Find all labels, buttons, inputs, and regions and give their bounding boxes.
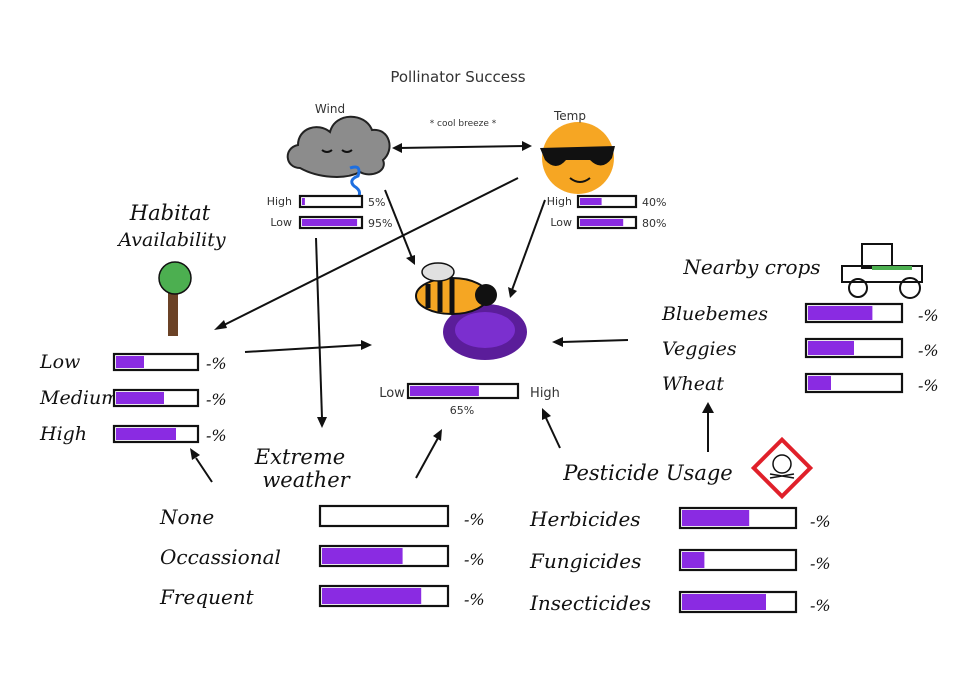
- wind-bar-pct: 5%: [368, 196, 385, 209]
- habitat-bar-fill: [116, 392, 164, 404]
- temp-bar-fill: [580, 219, 624, 226]
- habitat-bar-pct: -%: [206, 354, 227, 373]
- temp-bar-track: [576, 194, 638, 209]
- center-bar-fill: [410, 386, 479, 396]
- crops-bar-fill: [808, 341, 854, 355]
- pesticide-bar-label: Fungicides: [529, 549, 641, 573]
- crops-bar-label: Wheat: [662, 373, 724, 395]
- weather-bar-fill: [322, 548, 403, 564]
- habitat-bar-label: High: [39, 423, 87, 445]
- center-low-label: Low: [379, 386, 405, 401]
- wind-bar-fill: [302, 219, 358, 226]
- center-pct: 65%: [450, 404, 474, 417]
- crops-bar-label: Bluebemes: [661, 303, 768, 325]
- crops-bar-pct: -%: [918, 376, 939, 395]
- habitat-title-line2: Availability: [116, 229, 226, 251]
- temp-bar-pct: 40%: [642, 196, 666, 209]
- arrow-head: [392, 143, 402, 153]
- weather-bar-label: None: [159, 505, 214, 529]
- crops-bar-pct: -%: [918, 306, 939, 325]
- weather-bar-pct: -%: [464, 550, 485, 569]
- crops-bar-fill: [808, 306, 873, 320]
- wind-bar-track: [298, 194, 364, 209]
- pesticide-bar-fill: [682, 552, 705, 568]
- habitat-bar-pct: -%: [206, 390, 227, 409]
- habitat-bar-fill: [116, 428, 176, 440]
- temp-bar-fill: [580, 198, 602, 205]
- wind-cloud-icon: [286, 115, 391, 202]
- pesticide-bar-fill: [682, 594, 766, 610]
- crops-bar-label: Veggies: [662, 338, 737, 360]
- temp-bars: High 40% Low 80%: [547, 194, 666, 230]
- weather-title-line2: weather: [262, 468, 351, 492]
- habitat-bars: Low -% Medium -% High -%: [39, 351, 227, 445]
- crops-bars: Bluebemes -% Veggies -% Wheat -%: [661, 302, 939, 395]
- wind-temp-link: [397, 145, 527, 149]
- weather-bar-label: Occassional: [160, 545, 281, 569]
- wind-bar-label: High: [267, 195, 292, 208]
- wind-bar-fill: [302, 198, 305, 205]
- bee-on-flower-icon: [415, 262, 527, 360]
- wind-label: Wind: [315, 102, 345, 116]
- habitat-bar-fill: [116, 356, 144, 368]
- pesticide-bar-pct: -%: [810, 596, 831, 615]
- breeze-note: * cool breeze *: [430, 119, 497, 129]
- temp-label: Temp: [553, 109, 586, 123]
- habitat-bar-label: Medium: [39, 387, 119, 409]
- wind-bar-label: Low: [270, 216, 292, 229]
- diagram-title: Pollinator Success: [390, 68, 525, 86]
- weather-bar-label: Frequent: [159, 585, 255, 609]
- sun-with-sunglasses-icon: [540, 122, 615, 194]
- crops-bar-pct: -%: [918, 341, 939, 360]
- habitat-bar-label: Low: [39, 351, 80, 373]
- weather-bars: None -% Occassional -% Frequent -%: [159, 504, 485, 609]
- temp-bar-pct: 80%: [642, 217, 666, 230]
- weather-bar-fill: [322, 588, 422, 604]
- wind-bars: High 5% Low 95%: [267, 194, 392, 230]
- weather-bar-pct: -%: [464, 590, 485, 609]
- center-high-label: High: [530, 386, 560, 401]
- weather-title-line1: Extreme: [254, 445, 345, 469]
- crops-bar-fill: [808, 376, 831, 390]
- weather-bar-pct: -%: [464, 510, 485, 529]
- pesticide-bar-label: Herbicides: [529, 507, 641, 531]
- pesticide-bars: Herbicides -% Fungicides -% Insecticides -%: [529, 506, 831, 615]
- hazard-skull-icon: [750, 436, 814, 500]
- weather-bar-track: [318, 504, 450, 528]
- wind-bar-pct: 95%: [368, 217, 392, 230]
- arrow-head: [522, 141, 532, 151]
- pesticide-bar-track: [678, 548, 798, 572]
- pesticide-bar-pct: -%: [810, 512, 831, 531]
- pesticide-bar-label: Insecticides: [529, 591, 651, 615]
- tree-icon: [158, 261, 192, 336]
- pesticide-bar-fill: [682, 510, 750, 526]
- habitat-bar-pct: -%: [206, 426, 227, 445]
- pesticide-title: Pesticide Usage: [562, 461, 732, 485]
- habitat-title-line1: Habitat: [129, 201, 211, 225]
- tractor-icon: [841, 243, 923, 299]
- crops-title: Nearby crops: [682, 255, 820, 279]
- temp-bar-label: High: [547, 195, 572, 208]
- temp-bar-label: Low: [550, 216, 572, 229]
- arrows: [190, 177, 714, 483]
- pesticide-bar-pct: -%: [810, 554, 831, 573]
